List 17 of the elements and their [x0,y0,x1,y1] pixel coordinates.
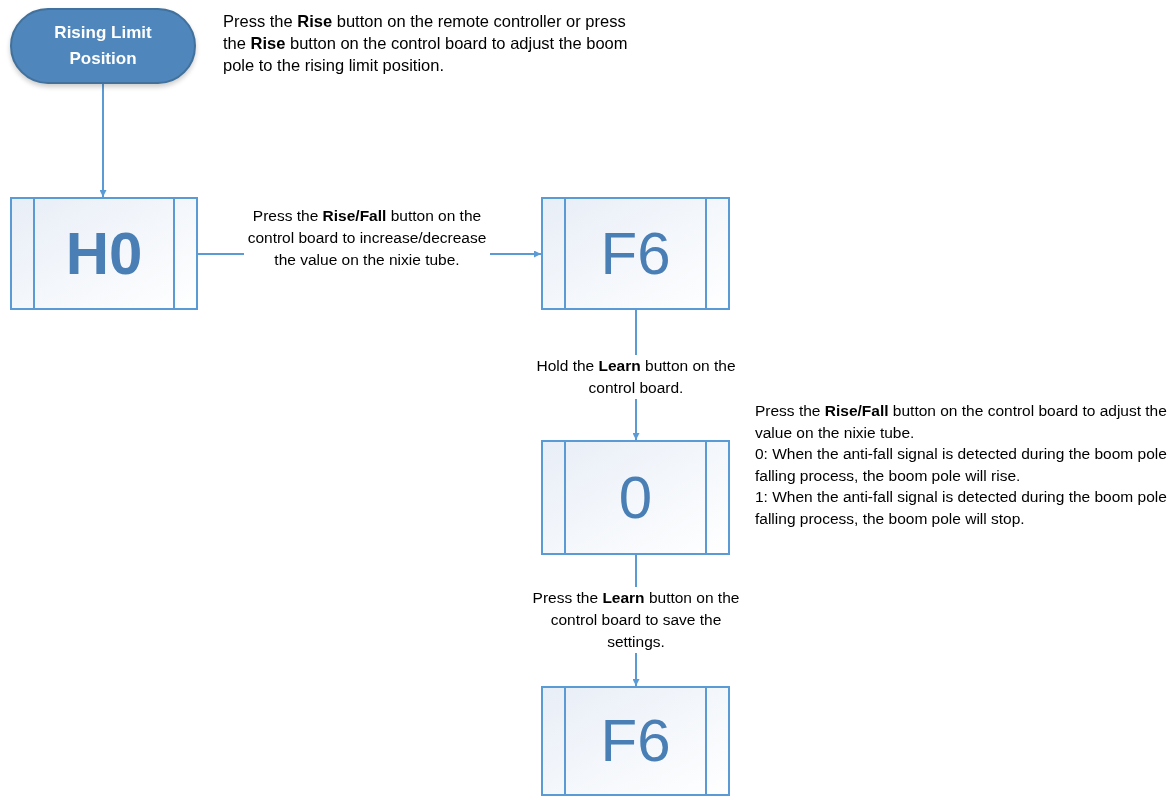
process-box [10,197,198,310]
display-value: F6 [600,223,671,284]
display-value: 0 [618,467,653,528]
instruction-text: 0: When the anti-fall signal is detected during the boom pole falling process, the boom pole will rise. [755,444,1168,486]
edge-label: Press the Learn button on the control board to save the settings. [530,587,742,653]
process-box [541,440,730,555]
instruction-text: Press the Rise button on the remote controller or press the Rise button on the control board to adjust the boom pole to the rising limit position. [223,11,629,76]
display-value: H0 [65,223,143,284]
instruction-text: Press the Rise/Fall button on the control board to adjust the value on the nixie tube. [755,401,1168,443]
process-box [541,686,730,796]
node-label: Rising Limit Position [53,22,153,70]
process-box [541,197,730,310]
display-value: F6 [600,711,671,771]
arrow [99,83,107,198]
edge-label: Hold the Learn button on the control board. [536,355,736,399]
terminator-pill [10,8,196,84]
instruction-text: 1: When the anti-fall signal is detected during the boom pole falling process, the boom pole will stop. [755,487,1168,529]
